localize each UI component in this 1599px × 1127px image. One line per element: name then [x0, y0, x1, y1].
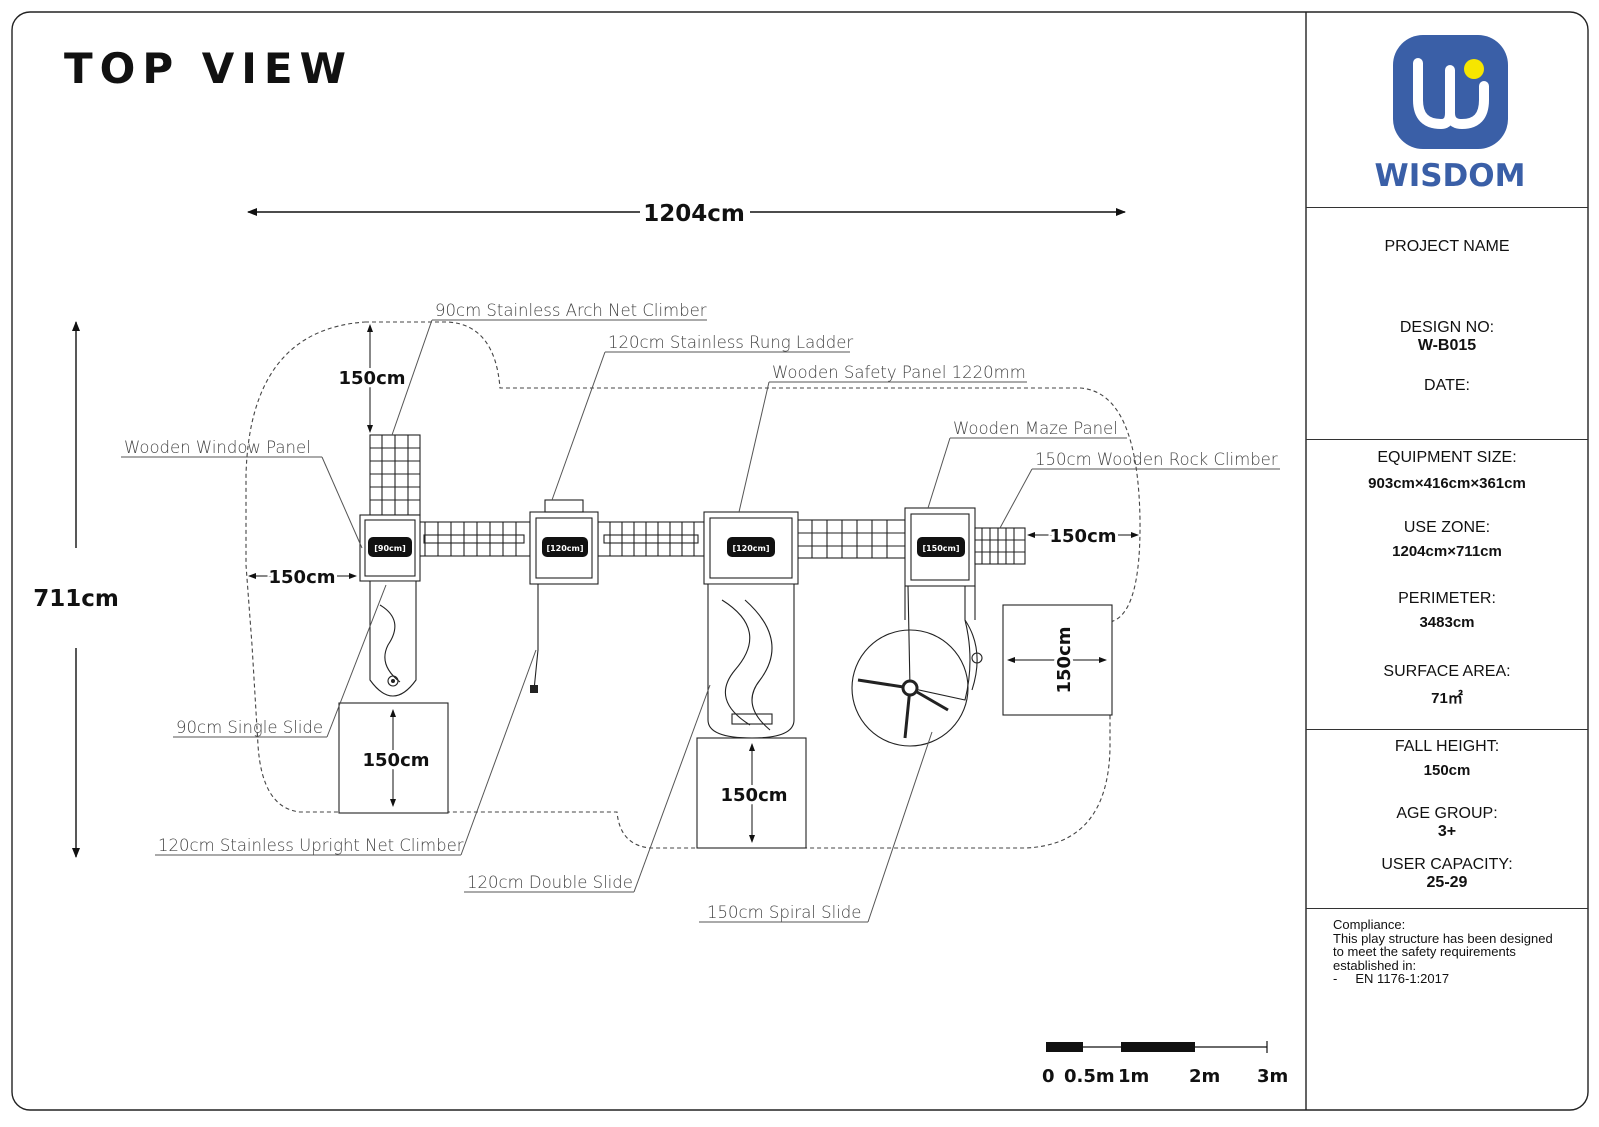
compliance-line: - EN 1176-1:2017 [1333, 971, 1450, 986]
label-safety-panel: Wooden Safety Panel 1220mm [738, 363, 1027, 513]
panel-divider [1306, 207, 1588, 208]
label-arch-net-climber-text: 90cm Stainless Arch Net Climber [435, 301, 707, 320]
scale-label-0-5m: 0.5m [1064, 1066, 1115, 1087]
panel-divider [1306, 908, 1588, 909]
design-no: DESIGN NO: W-B015 [1306, 319, 1588, 355]
sheet-border [11, 11, 1589, 1111]
compliance-line: Compliance: [1333, 917, 1406, 932]
perimeter: PERIMETER: 3483cm [1306, 590, 1588, 631]
clearance-label-left: 150cm [269, 567, 336, 588]
label-arch-net-climber: 90cm Stainless Arch Net Climber [391, 301, 707, 436]
surface-area-value: 71㎡ [1431, 690, 1463, 707]
label-spiral-slide: 150cm Spiral Slide [699, 731, 933, 923]
fall-height: FALL HEIGHT: 150cm [1306, 738, 1588, 779]
bridge-2 [597, 521, 705, 557]
label-maze-panel: Wooden Maze Panel [927, 419, 1127, 509]
surface-area-label: SURFACE AREA: [1383, 663, 1511, 680]
fall-height-label: FALL HEIGHT: [1394, 738, 1500, 755]
deck-tag-90: [90cm] [374, 544, 406, 553]
rock-climber [974, 527, 1026, 565]
label-window-panel-text: Wooden Window Panel [124, 438, 311, 457]
scale-label-3m: 3m [1257, 1066, 1288, 1087]
equipment-size-value: 903cm×416cm×361cm [1368, 475, 1526, 492]
label-upright-net-climber: 120cm Stainless Upright Net Climber [155, 649, 537, 856]
scale-label-2m: 2m [1189, 1066, 1220, 1087]
clearance-label-top: 150cm [339, 368, 406, 389]
bridge-1 [417, 521, 531, 557]
scale-label-0: 0 [1042, 1066, 1055, 1087]
label-rung-ladder: 120cm Stainless Rung Ladder [551, 333, 853, 501]
overall-width-dimension: 1204cm [643, 201, 745, 227]
user-capacity-label: USER CAPACITY: [1381, 856, 1513, 873]
compliance-line: This play structure has been designed [1333, 930, 1553, 946]
label-maze-panel-text: Wooden Maze Panel [953, 419, 1118, 438]
age-group-value: 3+ [1437, 823, 1457, 840]
label-spiral-slide-text: 150cm Spiral Slide [707, 903, 861, 922]
spiral-slide [851, 585, 983, 747]
clearance-label-single-slide: 150cm [363, 750, 430, 771]
panel-divider [1306, 729, 1588, 730]
arch-net-climber [369, 434, 421, 516]
deck-tag-120-b: [120cm] [732, 544, 769, 553]
deck-tag-150: [150cm] [922, 544, 959, 553]
fall-height-value: 150cm [1423, 762, 1471, 779]
use-zone: USE ZONE: 1204cm×711cm [1306, 519, 1588, 560]
overall-depth-dimension: 711cm [33, 586, 119, 612]
deck-tag-120-a: [120cm] [546, 544, 583, 553]
label-rock-climber: 150cm Wooden Rock Climber [999, 450, 1280, 529]
wisdom-logo: WISDOM [1375, 35, 1526, 194]
design-no-value: W-B015 [1417, 337, 1477, 354]
label-rung-ladder-text: 120cm Stainless Rung Ladder [608, 333, 853, 352]
panel-divider [1306, 439, 1588, 440]
label-rock-climber-text: 150cm Wooden Rock Climber [1035, 450, 1278, 469]
deck-120-a: [120cm] [529, 499, 599, 585]
compliance-note: Compliance: This play structure has been… [1333, 918, 1583, 986]
label-double-slide-text: 120cm Double Slide [467, 873, 633, 892]
age-group-label: AGE GROUP: [1396, 805, 1498, 822]
label-window-panel: Wooden Window Panel [121, 438, 363, 549]
equipment-size: EQUIPMENT SIZE: 903cm×416cm×361cm [1306, 449, 1588, 492]
net-climber-anchor [530, 685, 538, 693]
clearance-label-spiral-slide: 150cm [1054, 627, 1075, 694]
date: DATE: [1306, 377, 1588, 395]
date-label: DATE: [1424, 377, 1470, 394]
deck-120-b: [120cm] [703, 511, 799, 585]
double-slide [707, 583, 795, 739]
compliance-line: to meet the safety requirements [1333, 944, 1516, 959]
use-zone-label: USE ZONE: [1403, 519, 1491, 536]
bridge-3 [796, 519, 906, 559]
label-single-slide: 90cm Single Slide [173, 584, 387, 738]
project-name: PROJECT NAME [1306, 238, 1588, 256]
use-zone-value: 1204cm×711cm [1392, 543, 1502, 560]
surface-area: SURFACE AREA: 71㎡ [1306, 663, 1588, 708]
brand-name: WISDOM [1375, 158, 1526, 194]
project-name-label: PROJECT NAME [1384, 238, 1510, 255]
label-safety-panel-text: Wooden Safety Panel 1220mm [772, 363, 1026, 382]
perimeter-label: PERIMETER: [1398, 590, 1496, 607]
view-title: TOP VIEW [64, 44, 353, 93]
clearance-label-double-slide: 150cm [721, 785, 788, 806]
single-slide [369, 580, 417, 697]
equipment-size-label: EQUIPMENT SIZE: [1377, 449, 1517, 466]
scale-label-1m: 1m [1118, 1066, 1149, 1087]
design-no-label: DESIGN NO: [1399, 319, 1495, 336]
label-double-slide: 120cm Double Slide [464, 684, 711, 893]
info-panel: PROJECT NAME DESIGN NO: W-B015 DATE: EQU… [1306, 12, 1588, 1110]
label-upright-net-climber-text: 120cm Stainless Upright Net Climber [158, 836, 464, 855]
perimeter-value: 3483cm [1419, 614, 1475, 631]
deck-150: [150cm] [904, 507, 976, 587]
label-single-slide-text: 90cm Single Slide [176, 718, 323, 737]
user-capacity: USER CAPACITY: 25-29 [1306, 856, 1588, 892]
scale-bar: 0 0.5m 1m 2m 3m [1042, 1041, 1288, 1087]
user-capacity-value: 25-29 [1426, 874, 1468, 891]
clearance-label-right: 150cm [1050, 526, 1117, 547]
compliance-line: established in: [1333, 957, 1417, 973]
age-group: AGE GROUP: 3+ [1306, 805, 1588, 841]
deck-90: [90cm] [359, 514, 421, 582]
upright-net-climber [533, 584, 539, 691]
use-zone-boundary [245, 321, 1141, 849]
